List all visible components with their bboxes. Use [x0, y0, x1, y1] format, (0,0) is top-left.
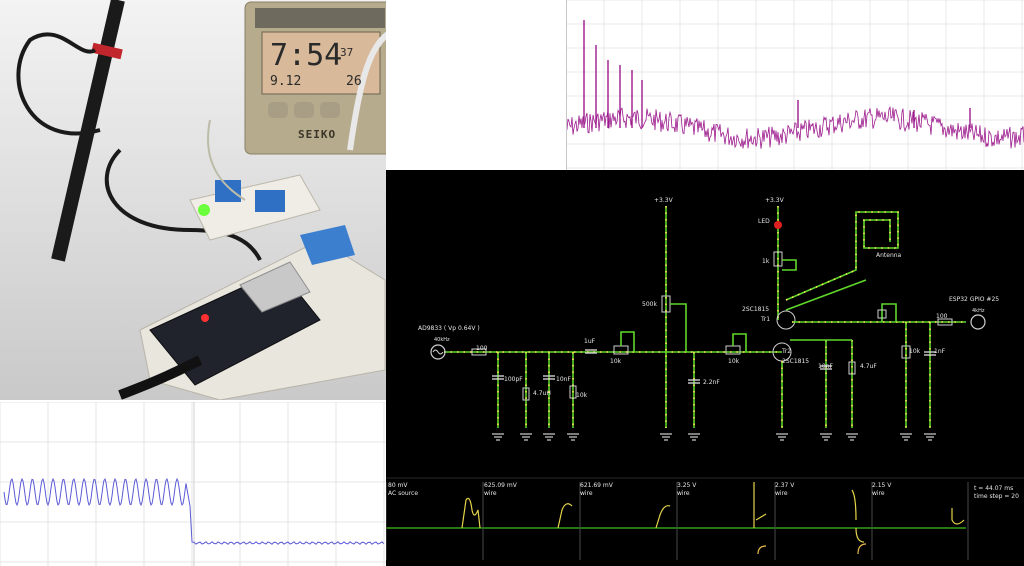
- label-tr2: Tr2: [782, 348, 792, 355]
- label-r2: 10k: [909, 348, 921, 355]
- label-antenna: Antenna: [876, 252, 902, 259]
- inductor-l1: [522, 387, 530, 401]
- oscilloscope-plot: [0, 402, 388, 566]
- label-l1: 4.7uH: [533, 390, 551, 397]
- label-esp: ESP32 GPIO #25: [949, 296, 1000, 303]
- schematic[interactable]: [386, 170, 1024, 566]
- label-vcc1: +3.3V: [654, 197, 673, 204]
- pot2-wiper: [732, 333, 747, 352]
- scope-3-value: 621.69 mV: [580, 482, 613, 489]
- label-r1: 10k: [576, 392, 588, 399]
- scope-waveform: [753, 482, 767, 528]
- scope-6-label: wire: [872, 490, 885, 497]
- label-led: LED: [758, 218, 770, 225]
- scope-waveform: [655, 505, 671, 529]
- oscilloscope-probe: [16, 0, 262, 262]
- scope-waveform: [461, 497, 481, 529]
- resistor-r-out: [937, 318, 953, 326]
- scope-3-label: wire: [580, 490, 593, 497]
- label-source: AD9833 ( Vp 0.64V ): [418, 325, 480, 332]
- scope-waveform: [851, 489, 865, 543]
- white-cable: [347, 31, 386, 151]
- scope-waveform: [557, 503, 573, 529]
- inductor-l2: [848, 361, 856, 375]
- esp32-source-symbol: [970, 314, 986, 330]
- scope-5-value: 2.37 V: [775, 482, 795, 489]
- ac-source-wave: [432, 349, 444, 355]
- antenna-loop: [785, 211, 899, 301]
- scope-waveform: [3, 477, 385, 545]
- label-tr1: Tr1: [761, 316, 771, 323]
- resistor-r1: [569, 385, 577, 399]
- scope-trace: [0, 402, 388, 566]
- label-pot1: 10k: [610, 358, 622, 365]
- output-link: [881, 303, 897, 322]
- spectrum-trace: [566, 0, 1024, 170]
- scope-2-value: 625.09 mV: [484, 482, 517, 489]
- spectrum-noise-trace: [566, 105, 1024, 149]
- usb-cable: [118, 355, 203, 400]
- clock-time: 7:54: [270, 38, 343, 73]
- label-vcc2: +3.3V: [765, 197, 784, 204]
- scope-waveform: [757, 545, 767, 555]
- clock-seconds: 37: [340, 46, 354, 59]
- led-loop: [782, 259, 797, 271]
- label-freq-out: 4kHz: [972, 308, 985, 314]
- resistor-r-in: [471, 348, 487, 356]
- clock-temp: 26: [346, 74, 362, 89]
- label-l2: 4.7uF: [860, 363, 877, 370]
- antenna-feed: [785, 279, 867, 311]
- scope-5-label: wire: [775, 490, 788, 497]
- label-pot2: 10k: [728, 358, 740, 365]
- spectrum-analyzer-plot: [566, 0, 1024, 170]
- scope-waveform: [951, 508, 965, 525]
- circuit-simulator[interactable]: AD9833 ( Vp 0.64V ) 40kHz 100 100pF 4.7u…: [386, 170, 1024, 566]
- label-r-in: 100: [476, 345, 488, 352]
- scope-waveform: [857, 543, 867, 555]
- scope-4-label: wire: [677, 490, 690, 497]
- scope-2-label: wire: [484, 490, 497, 497]
- wire-twist: [207, 119, 246, 201]
- led-green: [198, 204, 210, 216]
- label-r-pot: 500k: [642, 301, 657, 308]
- transistor-tr1: [776, 310, 796, 330]
- label-c4: 2.2nF: [703, 379, 720, 386]
- sensor-module: [300, 225, 355, 265]
- label-c2: 10nF: [556, 376, 571, 383]
- module-2: [255, 190, 285, 212]
- label-source-freq: 40kHz: [434, 337, 450, 343]
- label-r-out: 100: [936, 313, 948, 320]
- photo-illustration: [0, 0, 386, 400]
- label-c1: 100pF: [504, 376, 523, 383]
- scope-6-value: 2.15 V: [872, 482, 892, 489]
- scope-4-value: 3.25 V: [677, 482, 697, 489]
- ac-source-symbol: [430, 344, 446, 360]
- sim-time: t = 44.07 ms: [974, 485, 1014, 492]
- resistor-r-led: [773, 251, 783, 267]
- esp32-board: [149, 261, 321, 386]
- output-node: [877, 309, 887, 319]
- pot1-wiper: [620, 331, 635, 352]
- clock-brand: SEIKO: [298, 128, 337, 141]
- resistor-r2: [901, 345, 911, 359]
- label-tr1-part: 2SC1815: [742, 306, 770, 313]
- scope-1-label: AC source: [388, 490, 419, 497]
- breadboard-photo: 7:54 37 9.12 26 SEIKO: [0, 0, 386, 400]
- module-1: [215, 180, 241, 202]
- label-r-led: 1k: [762, 258, 770, 265]
- sim-time-step: time step = 20: [974, 493, 1019, 500]
- label-c3: 1uF: [584, 338, 596, 345]
- pot-wiper-link: [670, 303, 687, 352]
- label-c6: 1nF: [934, 348, 946, 355]
- label-c5: 10nF: [818, 363, 833, 370]
- clock-date: 9.12: [270, 74, 302, 89]
- led-indicator: [774, 221, 782, 229]
- label-tr2-part: 2SC1815: [782, 358, 810, 365]
- scope-1-value: 80 mV: [388, 482, 408, 489]
